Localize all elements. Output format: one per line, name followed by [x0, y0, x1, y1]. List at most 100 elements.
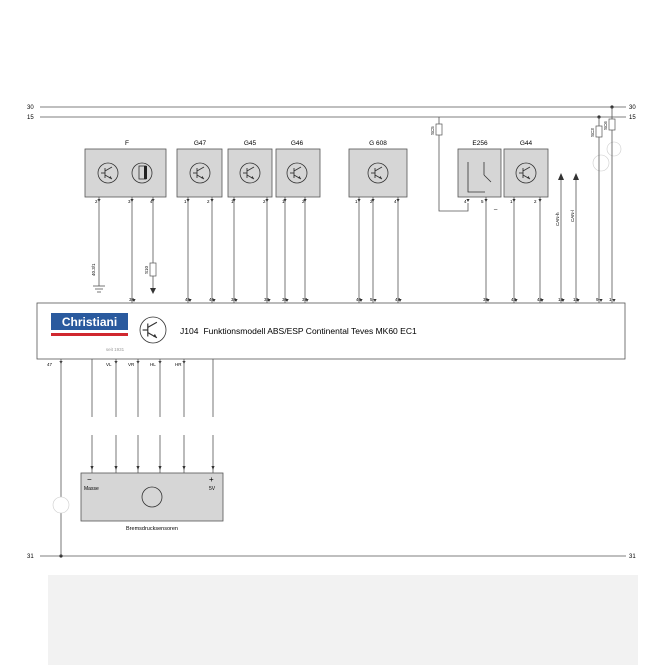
rail-15-label-right: 15: [629, 115, 636, 121]
module-pin-label: 36: [282, 297, 288, 302]
rail-31-label-left: 31: [27, 554, 34, 560]
sensor-plus: +: [209, 475, 214, 484]
can-l-label: CAN-l: [570, 210, 575, 222]
pin-label: 4: [394, 199, 397, 204]
pin-label: 2: [207, 199, 210, 204]
rail-15-label-left: 15: [27, 115, 34, 121]
ground-symbol: 40.3/1: [91, 197, 105, 293]
component-g46-label: G46: [291, 140, 304, 147]
fuse-sc6: SC6: [603, 107, 616, 131]
switch-icon: [467, 162, 485, 193]
module-pin-label: 9: [596, 297, 599, 302]
component-e256-mark: _: [493, 204, 498, 210]
rail-15: 15 15: [27, 115, 636, 121]
transistor-icon: [101, 166, 113, 180]
fuse-sc5-label: SC5: [430, 126, 435, 135]
component-f: F: [84, 140, 167, 198]
component-g45: G45: [227, 140, 273, 198]
module-pin-label: 47: [47, 362, 53, 367]
module-pin-label: 33: [264, 297, 270, 302]
module-pin-label: HR: [175, 362, 182, 367]
transistor-icon: [290, 166, 302, 180]
pin-label: 2: [534, 199, 537, 204]
upper-wires: [97, 197, 542, 303]
pin-label: 2: [263, 199, 266, 204]
wire-pin47: [52, 359, 70, 556]
module-pin-label: 38: [129, 297, 135, 302]
transistor-icon: [371, 166, 383, 180]
pin-label: 2: [370, 199, 373, 204]
wire-break-circle: [606, 141, 622, 157]
module-pin-label: 34: [231, 297, 237, 302]
component-pin-labels: 2 3 4 1 2 1 2 1 2 1 2 4 4 5 1 2: [95, 199, 537, 204]
sensor-masse-label: Masse: [84, 486, 99, 492]
fuse-sc3: SC3: [590, 117, 603, 138]
component-g44: G44: [503, 140, 549, 198]
logo-since: seit 1931: [106, 347, 125, 352]
christiani-logo: Christiani seit 1931: [51, 313, 128, 352]
pin-label: 2: [302, 199, 305, 204]
component-g608-label: G 608: [369, 140, 387, 147]
wire-break-circle: [52, 496, 70, 514]
module-pin-label: VL: [106, 362, 112, 367]
lower-wires: 47 VL VR HL HR: [47, 359, 220, 473]
rail-31: 31 31: [27, 554, 636, 560]
sensor-5v-label: 5V: [209, 486, 216, 492]
pin-label: 3: [128, 199, 131, 204]
rail-30-label-left: 30: [27, 105, 34, 111]
rail-30: 30 30: [27, 105, 636, 111]
module-pin-label: 45: [185, 297, 191, 302]
component-g47-label: G47: [194, 140, 207, 147]
transistor-icon: [193, 166, 205, 180]
fuse-sc5: SC5: [430, 117, 469, 212]
pin-label: 5: [481, 199, 484, 204]
ground-label: 40.3/1: [91, 263, 96, 276]
sensor-minus: −: [87, 475, 92, 484]
can-arrows: CAN-h CAN-l: [555, 173, 579, 303]
module-pin-label: 1: [609, 297, 612, 302]
pin-label: 4: [150, 199, 153, 204]
pin-label: 4: [464, 199, 467, 204]
module-pin-label: 40: [356, 297, 362, 302]
transistor-icon: [243, 166, 255, 180]
fuse-sc3-label: SC3: [590, 128, 595, 137]
component-g46: G46: [275, 140, 321, 198]
component-g45-label: G45: [244, 140, 257, 147]
transistor-icon: [519, 166, 531, 180]
module-pin-label: 39: [483, 297, 489, 302]
component-e256-label: E256: [472, 140, 488, 147]
fuse-sc6-label: SC6: [603, 121, 608, 130]
component-g47: G47: [176, 140, 223, 198]
pin-label: 2: [95, 199, 98, 204]
pin-label: 1: [355, 199, 358, 204]
pin-label: 1: [231, 199, 234, 204]
fuse-s10-label: S10: [144, 265, 149, 274]
component-f-label: F: [125, 140, 129, 147]
module-pin-label: 42: [537, 297, 543, 302]
module-pin-label: 47: [395, 297, 401, 302]
component-g608: G 608: [348, 140, 408, 198]
module-pin-label: 37: [302, 297, 308, 302]
module-pin-label: 5: [370, 297, 373, 302]
component-bremsdrucksensoren: − + Masse 5V Bremsdrucksensoren: [80, 472, 224, 532]
pin-label: 1: [282, 199, 285, 204]
wire-break-circle: [592, 154, 610, 172]
pin-label: 1: [510, 199, 513, 204]
component-g44-label: G44: [520, 140, 533, 147]
rail-30-label-right: 30: [629, 105, 636, 111]
module-pin-label: VR: [128, 362, 135, 367]
module-pin-label: 12: [558, 297, 564, 302]
module-pin-label: 46: [209, 297, 215, 302]
module-pin-label: HL: [150, 362, 156, 367]
fuse-s10: S10: [144, 197, 157, 294]
module-pin-label: 43: [511, 297, 517, 302]
bottom-band: [48, 575, 638, 665]
component-e256: E256 _: [457, 140, 502, 210]
rail-31-label-right: 31: [629, 554, 636, 560]
pin-label: 1: [184, 199, 187, 204]
can-h-label: CAN-h: [555, 212, 560, 226]
